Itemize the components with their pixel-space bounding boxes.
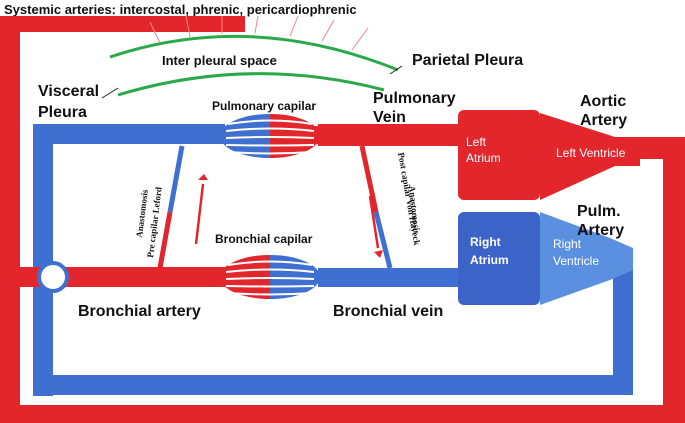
pleura-lines	[101, 15, 403, 99]
left-atrium-label-line1: Left	[466, 135, 487, 149]
systemic-artery-loop	[0, 16, 685, 423]
left-ventricle	[540, 113, 640, 200]
right-ventricle-label-line1: Right	[553, 237, 582, 251]
bronchial-artery-vessel	[0, 261, 228, 293]
visceral-pleura-label-line2: Pleura	[38, 104, 87, 121]
aortic-artery-label-line1: Aortic	[580, 93, 626, 110]
venous-loop	[33, 124, 633, 396]
left-atrium-label-line2: Atrium	[466, 151, 501, 165]
right-atrium-label-line1: Right	[470, 235, 501, 249]
left-ventricle-label: Left Ventricle	[556, 146, 626, 160]
right-atrium	[458, 212, 540, 305]
pulm-artery-label-line1: Pulm.	[577, 203, 621, 220]
post-capillar-anastomosis	[359, 145, 393, 269]
aortic-artery-label-line2: Artery	[580, 112, 627, 129]
pulmonary-capilar-label: Pulmonary capilar	[212, 99, 316, 113]
visceral-pleura-label-line1: Visceral	[38, 83, 99, 100]
right-ventricle	[540, 212, 633, 305]
pulmonary-capillary	[210, 114, 326, 158]
pulmonary-vein-label-line2: Vein	[373, 109, 406, 126]
parietal-pleura-label: Parietal Pleura	[412, 52, 523, 69]
bronchial-vein-label: Bronchial vein	[333, 303, 443, 320]
title: Systemic arteries: intercostal, phrenic,…	[4, 2, 357, 17]
bronchial-capilar-label: Bronchial capilar	[215, 232, 313, 246]
right-atrium-label-line2: Atrium	[470, 253, 509, 267]
inter-pleural-space-label: Inter pleural space	[162, 53, 277, 68]
bronchial-capillary	[220, 255, 320, 299]
pulmonary-vein-vessel	[318, 124, 460, 146]
pulmonary-vein-label-line1: Pulmonary	[373, 90, 456, 107]
pre-capillar-anastomosis	[157, 145, 208, 269]
pulm-artery-label-line2: Artery	[577, 222, 624, 239]
right-ventricle-label-line2: Ventricle	[553, 254, 599, 268]
bronchial-vein-vessel	[318, 268, 460, 287]
left-atrium	[458, 110, 540, 200]
bronchial-artery-label: Bronchial artery	[78, 303, 201, 320]
